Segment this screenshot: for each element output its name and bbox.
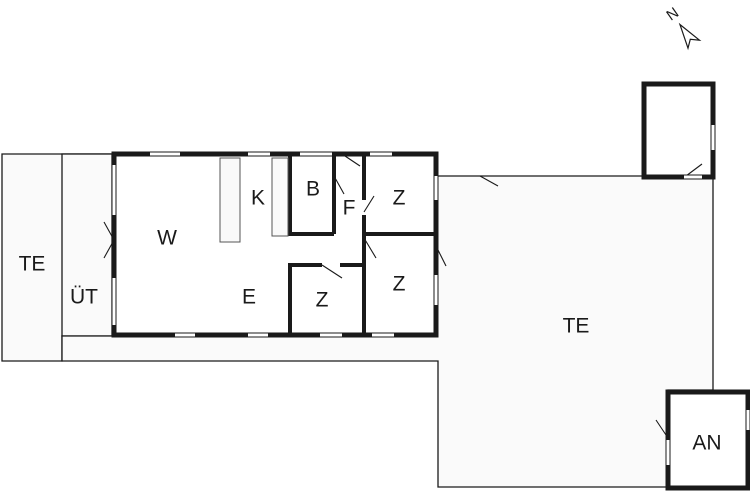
room-label-dining: E xyxy=(242,286,256,309)
terrace-east-area xyxy=(61,175,714,488)
room-label-annex: AN xyxy=(692,432,721,455)
utility-area xyxy=(61,153,113,337)
house-outline xyxy=(111,151,439,338)
room-label-living: W xyxy=(157,227,177,250)
north-arrow-icon: N xyxy=(663,4,702,51)
room-label-terrace-east: TE xyxy=(563,315,590,338)
interior-walls xyxy=(288,154,436,335)
room-label-bedroom-2: Z xyxy=(393,273,406,296)
kitchen-counter-2 xyxy=(271,157,289,237)
room-label-utility: ÜT xyxy=(70,286,98,309)
room-label-hall: F xyxy=(343,197,356,220)
room-label-bath: B xyxy=(306,178,320,201)
room-label-bedroom-1: Z xyxy=(393,187,406,210)
kitchen-counter-1 xyxy=(219,157,241,243)
doors xyxy=(103,153,703,439)
compass-letter: N xyxy=(663,4,682,24)
room-label-kitchen: K xyxy=(251,187,265,210)
room-label-terrace-west: TE xyxy=(19,253,46,276)
windows xyxy=(112,152,438,337)
shed-outline xyxy=(641,81,716,180)
room-label-bedroom-3: Z xyxy=(316,289,329,312)
